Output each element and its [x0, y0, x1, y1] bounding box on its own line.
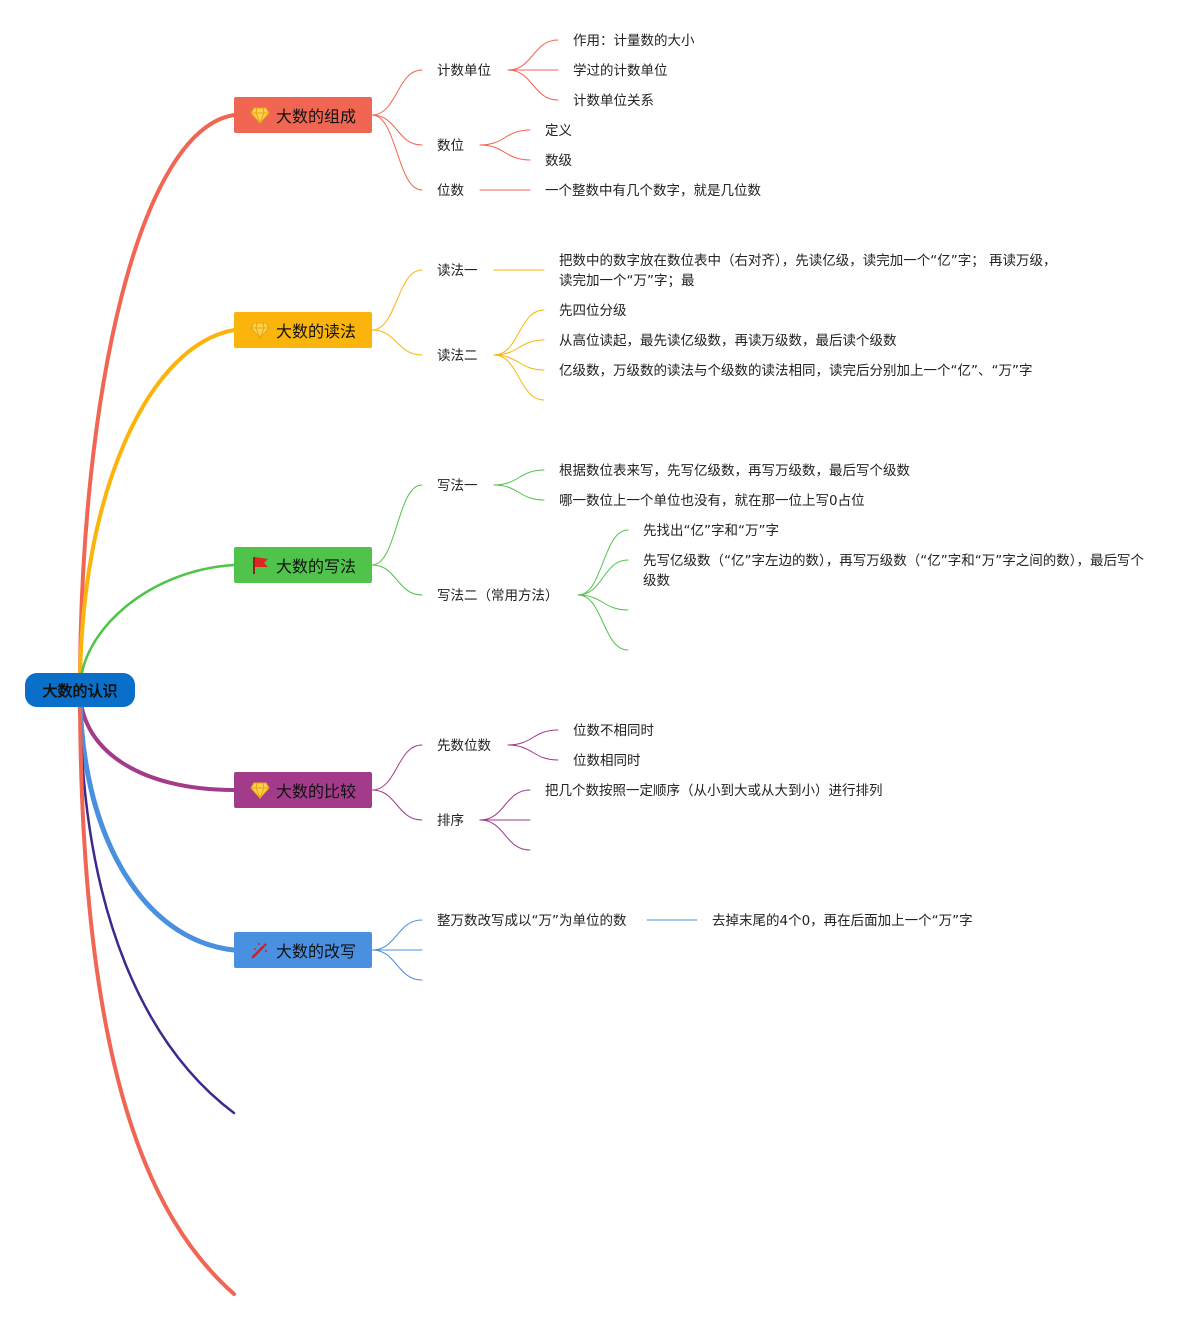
branch-label: 大数的写法 [276, 557, 357, 576]
subtopic-label[interactable]: 定义 [545, 123, 572, 139]
subtopic-label[interactable]: 先找出“亿”字和“万”字 [643, 523, 779, 539]
diamond-icon [250, 105, 270, 125]
subtopic-link [493, 339, 545, 356]
branch-node-reading[interactable]: 大数的读法 [234, 312, 372, 348]
branch-label: 大数的读法 [276, 322, 357, 341]
topic-label[interactable]: 排序 [437, 813, 464, 829]
subtopic-label[interactable]: 从高位读起，最先读亿级数，再读万级数，最后读个级数 [559, 333, 897, 349]
branch-node-rewriting[interactable]: 大数的改写 [234, 932, 372, 968]
subtopic-link [479, 819, 531, 851]
subtopic-label[interactable]: 位数不相同时 [573, 723, 654, 739]
branch-label: 大数的比较 [276, 782, 357, 801]
branch-link [78, 688, 236, 1296]
subtopic-link [577, 529, 629, 596]
branch-link [78, 328, 236, 692]
topic-link [371, 484, 423, 566]
root-node[interactable]: 大数的认识 [25, 673, 135, 707]
topic-link [371, 114, 423, 191]
subtopic-label[interactable]: 去掉末尾的4个0，再在后面加上一个“万”字 [712, 913, 973, 929]
topic-label[interactable]: 计数单位 [437, 63, 491, 79]
topic-label[interactable]: 先数位数 [437, 738, 491, 754]
topic-label[interactable]: 读法二 [437, 348, 478, 364]
topic-label[interactable]: 位数 [437, 183, 464, 199]
subtopic-link [479, 789, 531, 821]
subtopic-link [577, 594, 629, 611]
topic-link [371, 564, 423, 596]
mind-map-links [77, 39, 698, 1296]
topic-link [371, 789, 423, 821]
branch-label: 大数的组成 [276, 107, 357, 126]
subtopic-label[interactable]: 先四位分级 [559, 303, 627, 319]
branch-label: 大数的改写 [276, 942, 357, 961]
subtopic-link [479, 144, 531, 161]
subtopic-link [507, 39, 559, 71]
subtopic-label[interactable]: 先写亿级数（“亿”字左边的数），再写万级数（“亿”字和“万”字之间的数），最后写… [643, 553, 1144, 589]
topic-link [371, 919, 423, 951]
topic-label[interactable]: 整万数改写成以“万”为单位的数 [437, 913, 627, 929]
diamond-icon [250, 780, 270, 800]
flag-icon [250, 555, 270, 575]
subtopic-label[interactable]: 位数相同时 [573, 753, 641, 769]
topic-label[interactable]: 数位 [437, 138, 464, 154]
subtopic-link [577, 594, 629, 651]
subtopic-link [479, 129, 531, 146]
magic-wand-icon [250, 940, 270, 960]
subtopic-label[interactable]: 数级 [545, 153, 572, 169]
branch-link [77, 687, 237, 953]
subtopic-link [493, 354, 545, 371]
topic-label[interactable]: 读法一 [437, 263, 478, 279]
topic-label[interactable]: 写法二（常用方法） [437, 588, 559, 604]
subtopic-link [493, 469, 545, 486]
subtopic-label[interactable]: 学过的计数单位 [573, 63, 668, 79]
subtopic-label[interactable]: 哪一数位上一个单位也没有，就在那一位上写0占位 [559, 493, 865, 509]
subtopic-label[interactable]: 亿级数，万级数的读法与个级数的读法相同，读完后分别加上一个“亿”、“万”字 [559, 363, 1033, 379]
topic-link [371, 69, 423, 116]
subtopic-link [577, 559, 629, 596]
topic-link [371, 744, 423, 791]
diamond-icon [250, 320, 270, 340]
subtopic-link [507, 69, 559, 101]
subtopic-label[interactable]: 作用：计量数的大小 [573, 33, 695, 49]
branch-node-writing[interactable]: 大数的写法 [234, 547, 372, 583]
subtopic-label[interactable]: 一个整数中有几个数字，就是几位数 [545, 183, 761, 199]
subtopic-link [507, 744, 559, 761]
topic-link [371, 329, 423, 356]
topic-link [371, 269, 423, 331]
subtopic-link [493, 354, 545, 401]
subtopic-label[interactable]: 把几个数按照一定顺序（从小到大或从大到小）进行排列 [545, 783, 883, 799]
subtopic-link [493, 484, 545, 501]
branch-link [78, 563, 236, 692]
branch-node-comparing[interactable]: 大数的比较 [234, 772, 372, 808]
topic-link [371, 114, 423, 146]
branch-link [78, 688, 236, 1115]
branch-node-composition[interactable]: 大数的组成 [234, 97, 372, 133]
subtopic-label[interactable]: 根据数位表来写，先写亿级数，再写万级数，最后写个级数 [559, 463, 910, 479]
subtopic-link [507, 729, 559, 746]
root-label: 大数的认识 [42, 681, 118, 700]
topic-label[interactable]: 写法一 [437, 478, 478, 494]
topic-link [371, 949, 423, 981]
subtopic-label[interactable]: 把数中的数字放在数位表中（右对齐），先读亿级，读完加一个“亿”字； 再读万级，读… [559, 253, 1057, 289]
branch-link [78, 113, 236, 692]
subtopic-link [493, 309, 545, 356]
subtopic-label[interactable]: 计数单位关系 [573, 93, 654, 109]
